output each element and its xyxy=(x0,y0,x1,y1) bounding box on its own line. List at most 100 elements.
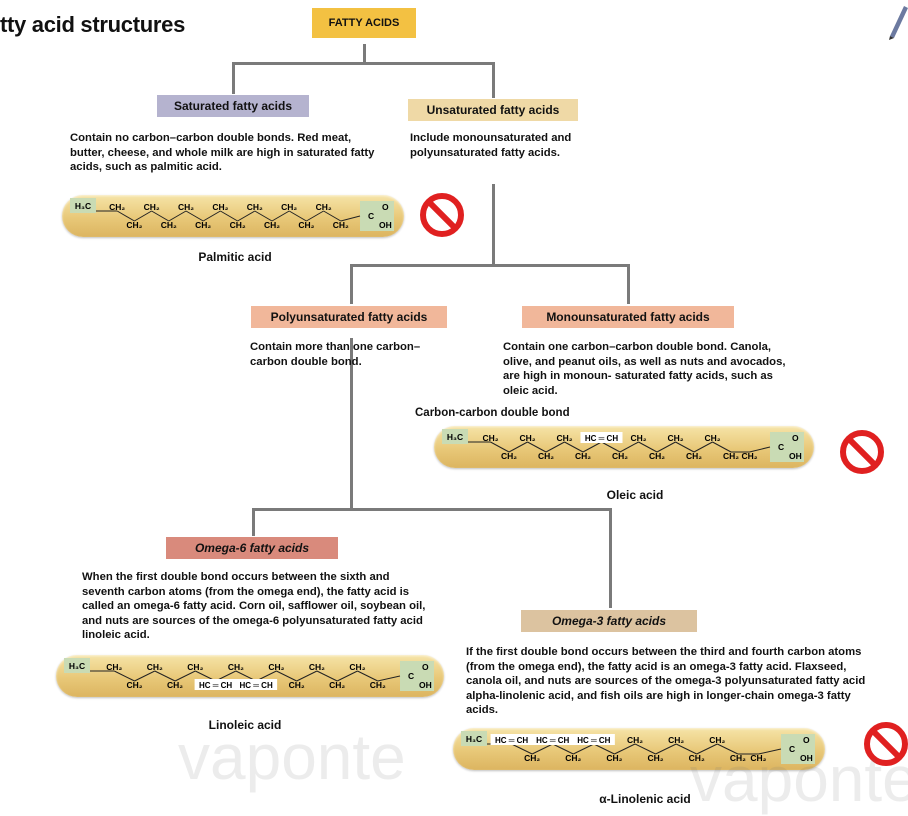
bond xyxy=(573,743,595,755)
methylene-group: CH₂ xyxy=(195,220,211,230)
carboxyl-c: C xyxy=(789,744,795,754)
bond xyxy=(237,210,256,222)
double-bond-group: HC ═ CH xyxy=(577,736,610,745)
methylene-group: CH₂ xyxy=(704,433,720,443)
connector xyxy=(492,62,495,98)
omega3-label: Omega-3 fatty acids xyxy=(521,610,697,632)
page-title: tty acid structures xyxy=(0,12,186,37)
methylene-group: CH₂ xyxy=(161,220,177,230)
methylene-group: CH₂ xyxy=(126,220,142,230)
bond xyxy=(134,670,156,682)
methyl-end xyxy=(442,429,468,444)
bond xyxy=(254,210,273,222)
bond xyxy=(749,446,771,453)
connector xyxy=(350,264,630,267)
methylene-group: CH₂ xyxy=(370,680,386,690)
bond xyxy=(276,670,297,682)
bond xyxy=(154,670,176,682)
monounsaturated-label: Monounsaturated fatty acids xyxy=(522,306,734,328)
fatty-acids-label: FATTY ACIDS xyxy=(312,8,416,38)
connector xyxy=(492,184,495,266)
methylene-group: CH₂ xyxy=(228,662,244,672)
bond xyxy=(323,210,342,222)
bond xyxy=(114,670,135,682)
methylene-group: CH₂ xyxy=(230,220,246,230)
connector xyxy=(627,264,630,304)
methylene-group: CH₂ xyxy=(575,451,591,461)
carboxyl-o: O xyxy=(382,202,389,212)
methylene-group: CH₂ xyxy=(606,753,622,763)
methylene-group: CH₂ xyxy=(289,680,305,690)
bond xyxy=(340,215,361,222)
methylene-group: CH₂ xyxy=(349,662,365,672)
oleic-acid-label: Oleic acid xyxy=(606,488,664,502)
double-bond-group: HC ═ CH xyxy=(199,681,232,690)
omega6-description: When the first double bond occurs betwee… xyxy=(82,571,426,642)
methyl-end xyxy=(461,731,487,746)
bond xyxy=(316,670,338,682)
no-sign-icon xyxy=(840,430,884,474)
methyl-group: H₃C xyxy=(447,432,463,442)
connector xyxy=(232,62,494,65)
atom-bg xyxy=(490,734,533,745)
bond xyxy=(490,441,510,453)
methylene-group: CH₂ xyxy=(649,451,665,461)
bond xyxy=(116,210,135,222)
bond xyxy=(168,210,187,222)
bond xyxy=(336,670,358,682)
methylene-group: CH₂ xyxy=(268,662,284,672)
methylene-group: CH₂ xyxy=(648,753,664,763)
linoleic-acid-label: Linoleic acid xyxy=(208,718,282,732)
carboxyl-c: C xyxy=(368,211,374,221)
carboxyl-end xyxy=(770,432,804,462)
saturated-description: Contain no carbon–carbon double bonds. R… xyxy=(70,132,375,174)
atom-bg xyxy=(194,679,237,690)
polyunsaturated-description: Contain more than one carbon–carbon doub… xyxy=(250,341,421,368)
bond xyxy=(151,210,170,222)
monounsaturated-description: Contain one carbon–carbon double bond. C… xyxy=(503,341,786,397)
methylene-group: CH₂ xyxy=(730,753,746,763)
connector xyxy=(232,62,235,94)
bond xyxy=(655,743,677,755)
bond xyxy=(712,441,732,453)
bond xyxy=(511,743,533,755)
carboxyl-oh: OH xyxy=(800,753,813,763)
methylene-group: CH₂ xyxy=(668,735,684,745)
watermark-left: vaponte xyxy=(178,721,406,793)
bond xyxy=(696,743,718,755)
atom-bg xyxy=(235,679,278,690)
methylene-group: CH₂ xyxy=(178,202,194,212)
unsaturated-description: Include monounsaturated and polyunsatura… xyxy=(410,132,572,159)
methylene-group: CH₂ xyxy=(329,680,345,690)
unsaturated-label: Unsaturated fatty acids xyxy=(408,99,578,121)
methyl-group: H₃C xyxy=(69,661,85,671)
bond xyxy=(582,441,602,453)
bond xyxy=(185,210,204,222)
methylene-group: CH₂ xyxy=(187,662,203,672)
methylene-group: CH₂ xyxy=(667,433,683,443)
bond xyxy=(656,441,676,453)
bond xyxy=(564,441,584,453)
atom-bg xyxy=(572,734,615,745)
bond xyxy=(552,743,574,755)
bond xyxy=(296,670,318,682)
palmitic-acid-label: Palmitic acid xyxy=(198,250,272,264)
carboxyl-c: C xyxy=(778,442,784,452)
methylene-group: CH₂ xyxy=(147,662,163,672)
bond xyxy=(220,210,238,222)
carboxyl-oh: OH xyxy=(789,451,802,461)
atom-bg xyxy=(580,432,623,443)
methylene-group: CH₂ xyxy=(167,680,183,690)
methylene-group: CH₂ xyxy=(538,451,554,461)
methylene-group: CH₂ xyxy=(630,433,646,443)
methylene-group: CH₂ xyxy=(689,753,705,763)
bond xyxy=(202,210,221,222)
polyunsaturated-label: Polyunsaturated fatty acids xyxy=(251,306,447,328)
methylene-group: CH₂ xyxy=(556,433,572,443)
methylene-group: CH₂ xyxy=(264,220,280,230)
connector xyxy=(609,508,612,608)
bond xyxy=(619,441,639,453)
